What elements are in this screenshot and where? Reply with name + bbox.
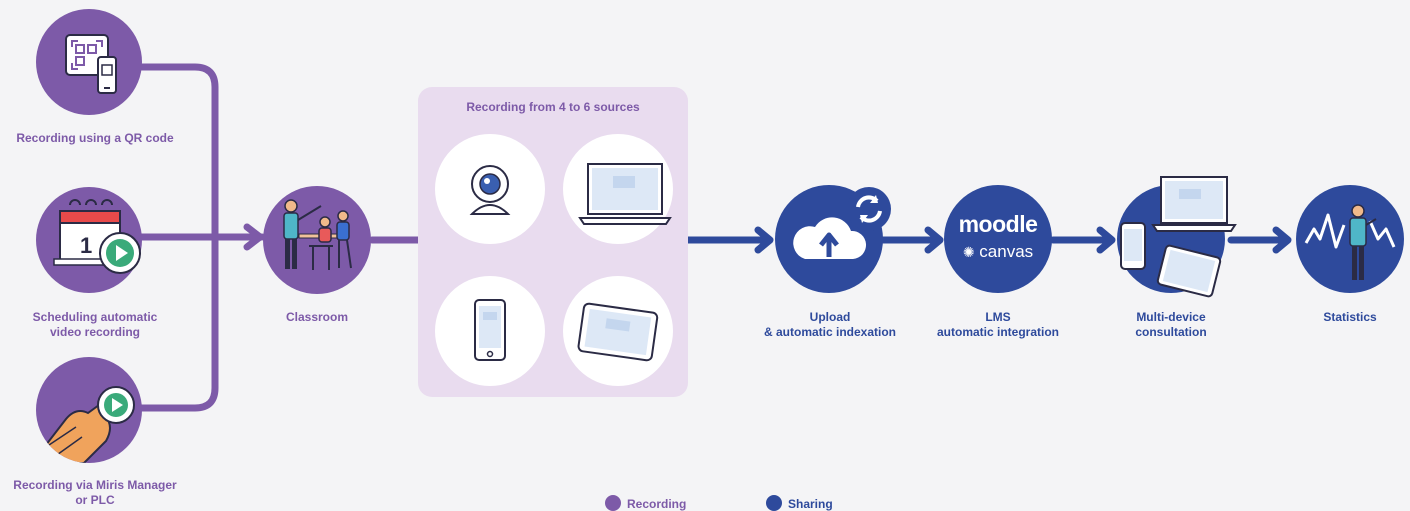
multi-device-icon [1120,176,1237,298]
sources-panel-title: Recording from 4 to 6 sources [466,100,640,114]
tablet-source-circle [563,276,673,386]
classroom-circle [263,186,371,294]
statistics-analyst-icon [1304,204,1396,280]
statistics-step-label: Statistics [1323,310,1377,324]
qr-code-phone-icon [65,34,117,94]
qr-code-step-circle [36,9,142,115]
legend-sharing-dot [766,495,782,511]
statistics-step-circle [1296,185,1404,293]
webcam-icon [469,165,511,215]
calendar-play-icon: 1 [53,199,141,274]
canvas-logo: ✺ canvas [944,241,1052,263]
multi-device-step-circle [1117,176,1237,298]
legend-recording-label: Recording [627,497,687,511]
moodle-logo: moodle [958,211,1038,237]
multi-device-step-label: Multi-device consultation [1135,310,1207,339]
upload-step-circle [775,185,891,293]
qr-code-step-label: Recording using a QR code [16,131,174,145]
webcam-source-circle [435,134,545,244]
finger-press-play-icon [36,386,135,463]
smartphone-icon [474,299,506,361]
canvas-logo-text: canvas [979,242,1034,261]
lms-logos-icon: moodle ✺ canvas [944,211,1052,263]
lms-step-label: LMS automatic integration [936,310,1059,339]
tablet-icon [577,302,659,362]
canvas-mark-icon: ✺ [962,244,975,260]
cloud-upload-sync-icon [793,187,891,259]
legend-recording-dot [605,495,621,511]
legend-sharing-label: Sharing [788,497,833,511]
smartphone-source-circle [435,276,545,386]
laptop-source-circle [563,134,673,244]
scheduling-step-circle: 1 [36,187,142,293]
miris-step-circle [36,357,142,463]
lms-step-circle: moodle ✺ canvas [944,185,1052,293]
upload-step-label: Upload & automatic indexation [763,310,897,339]
miris-step-label: Recording via Miris Manager or PLC [13,478,177,507]
classroom-teacher-students-icon [283,199,352,270]
scheduling-step-label: Scheduling automatic video recording [32,310,158,339]
classroom-label: Classroom [285,310,349,324]
laptop-icon [578,163,672,225]
svg-text:1: 1 [80,233,92,258]
